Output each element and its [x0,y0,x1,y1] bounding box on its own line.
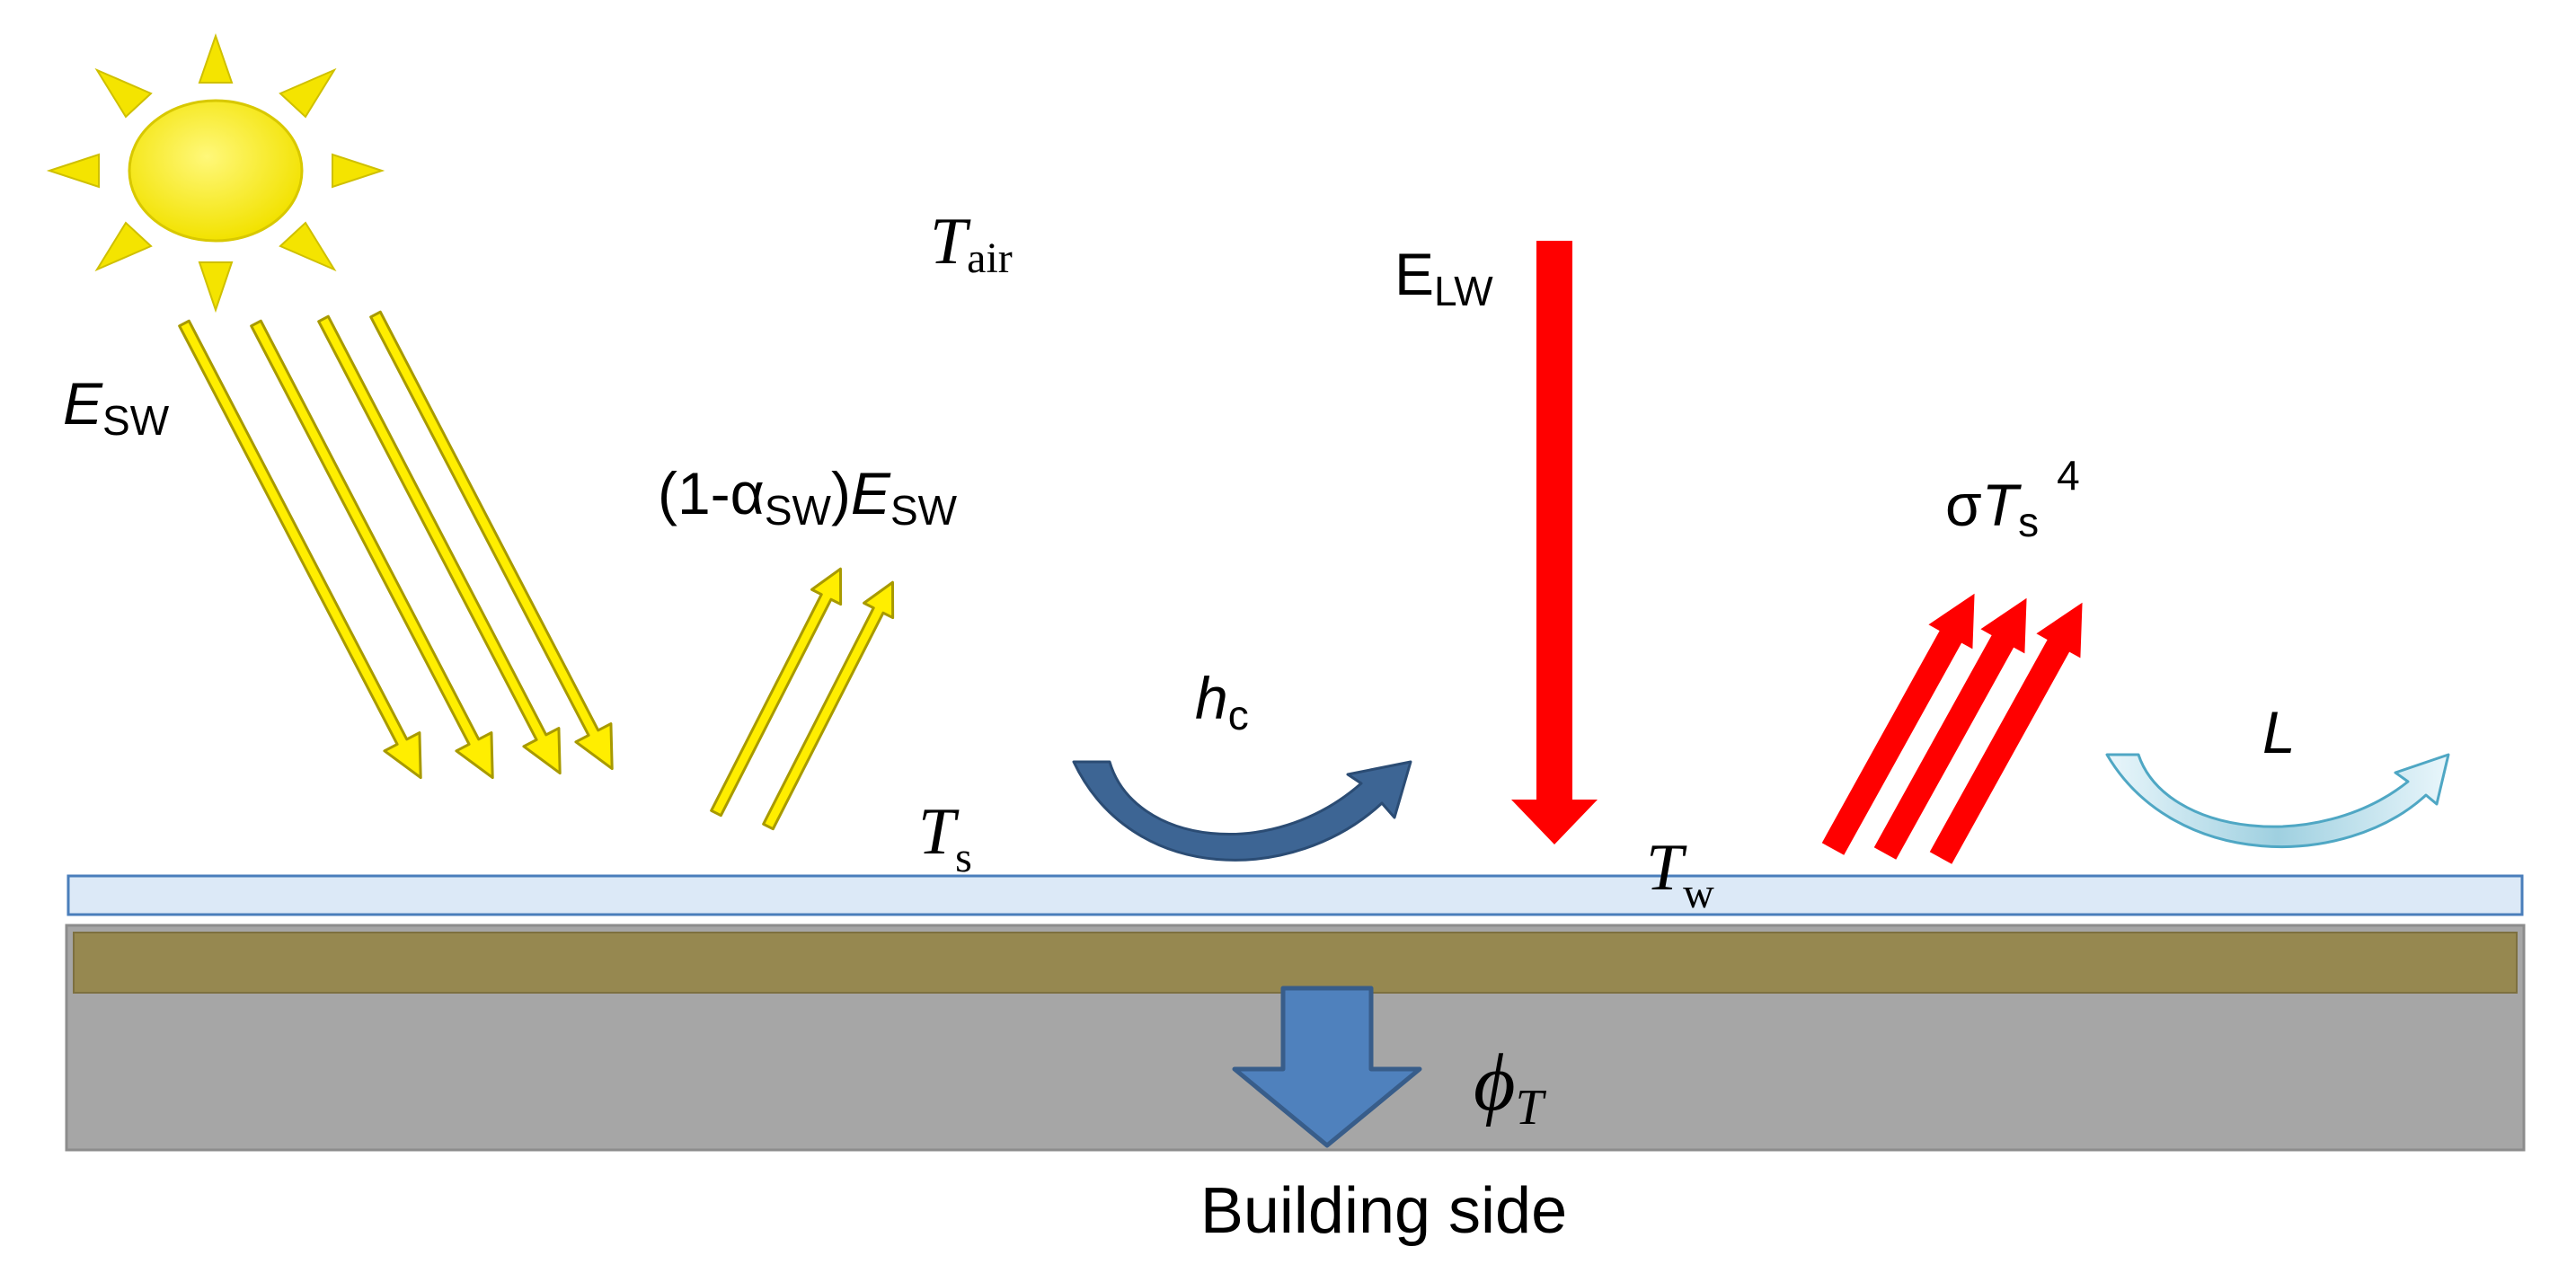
label-sigma-ts4: σTs4 [1945,452,2080,545]
soil-layer [73,932,2518,994]
incoming-longwave-arrow [1511,241,1598,844]
emitted-arrow-3 [1929,602,2083,864]
shortwave-arrow-2 [250,319,494,780]
label-reflected-shortwave: (1-αSW)ESW [658,460,958,534]
shortwave-arrow-1 [178,319,422,780]
incoming-shortwave-arrows [178,310,614,780]
label-t-air: Tair [930,205,1013,282]
shortwave-arrow-4 [369,310,614,771]
sun-icon [46,32,385,314]
label-latent-heat: L [2262,699,2296,765]
label-h-c: hc [1195,665,1249,738]
latent-heat-curved-arrow [2105,753,2450,849]
label-t-w: Tw [1646,831,1714,917]
label-e-sw: ESW [63,370,170,444]
heat-flux-arrow [1232,986,1422,1148]
convection-curved-arrow [1072,760,1412,862]
label-phi-t: ϕT [1474,1039,1547,1136]
emitted-arrow-2 [1873,597,2027,860]
label-building-side: Building side [1200,1175,1567,1247]
emitted-arrow-1 [1821,593,1975,855]
reflected-arrow-2 [762,580,895,831]
label-e-lw: ELW [1394,241,1493,314]
water-film-layer [66,874,2524,916]
emitted-longwave-arrows [1821,593,2083,864]
shortwave-arrow-3 [317,314,562,775]
reflected-arrow-1 [710,567,843,818]
reflected-shortwave-arrows [710,567,895,831]
label-t-s: Ts [918,795,972,881]
